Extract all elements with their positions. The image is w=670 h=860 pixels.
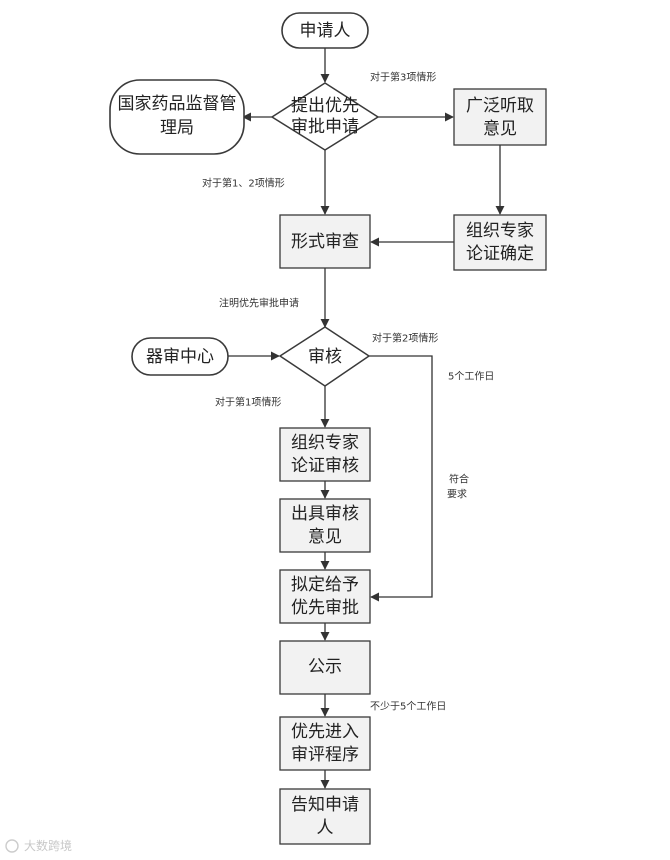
node-issue-opinion [279, 498, 371, 553]
label-expert-confirm-line2: 论证确定 [466, 244, 534, 264]
anno-five-workdays: 5个工作日 [448, 371, 494, 383]
label-notify-line1: 告知申请 [291, 795, 359, 815]
node-expert-audit [279, 427, 371, 482]
label-solicit-line2: 意见 [483, 119, 517, 139]
node-propose-priority [279, 569, 371, 624]
label-enter-process-line1: 优先进入 [291, 722, 359, 742]
watermark-logo-icon [5, 839, 19, 853]
watermark-text: 大数跨境 [24, 838, 72, 853]
label-solicit-line1: 广泛听取 [466, 96, 534, 116]
edge-audit-propose [369, 355, 433, 602]
anno-indicate-priority: 注明优先审批申请 [219, 297, 299, 310]
label-publicity: 公示 [308, 657, 342, 677]
node-applicant [281, 12, 369, 49]
label-nmpa-line1: 国家药品监督管 [118, 94, 237, 114]
label-submit-line2: 审批申请 [291, 117, 359, 137]
node-formal-review [279, 214, 371, 269]
anno-meets-line2: 要求 [447, 489, 467, 501]
node-nmpa [109, 79, 245, 155]
label-notify-line2: 人 [317, 818, 334, 838]
node-solicit-opinions [453, 88, 547, 146]
node-enter-process [279, 716, 371, 771]
anno-case1: 对于第1项情形 [215, 396, 281, 409]
label-audit: 审核 [308, 347, 342, 367]
node-audit [278, 326, 371, 387]
anno-case3: 对于第3项情形 [370, 71, 436, 84]
label-device-center: 器审中心 [146, 347, 214, 367]
label-enter-process-line2: 审评程序 [291, 745, 359, 765]
label-propose-line2: 优先审批 [291, 598, 359, 618]
node-submit-application [270, 82, 380, 151]
node-publicity [279, 640, 371, 695]
node-device-center [131, 337, 229, 376]
label-issue-opinion-line1: 出具审核 [291, 504, 359, 524]
anno-min-five-workdays: 不少于5个工作日 [370, 701, 446, 713]
label-expert-confirm-line1: 组织专家 [466, 221, 534, 241]
watermark: 大数跨境 [5, 838, 72, 853]
edges [228, 48, 505, 789]
label-issue-opinion-line2: 意见 [308, 527, 342, 547]
label-propose-line1: 拟定给予 [291, 575, 359, 595]
label-formal-review: 形式审查 [291, 232, 359, 252]
label-expert-audit-line2: 论证审核 [291, 456, 359, 476]
label-applicant: 申请人 [300, 21, 351, 41]
node-expert-confirm [453, 214, 547, 271]
label-expert-audit-line1: 组织专家 [291, 433, 359, 453]
anno-case12: 对于第1、2项情形 [202, 177, 285, 190]
anno-case2: 对于第2项情形 [372, 332, 438, 345]
label-submit-line1: 提出优先 [291, 96, 359, 116]
label-nmpa-line2: 理局 [160, 118, 194, 138]
anno-meets-line1: 符合 [449, 473, 469, 486]
node-notify-applicant [279, 788, 371, 845]
